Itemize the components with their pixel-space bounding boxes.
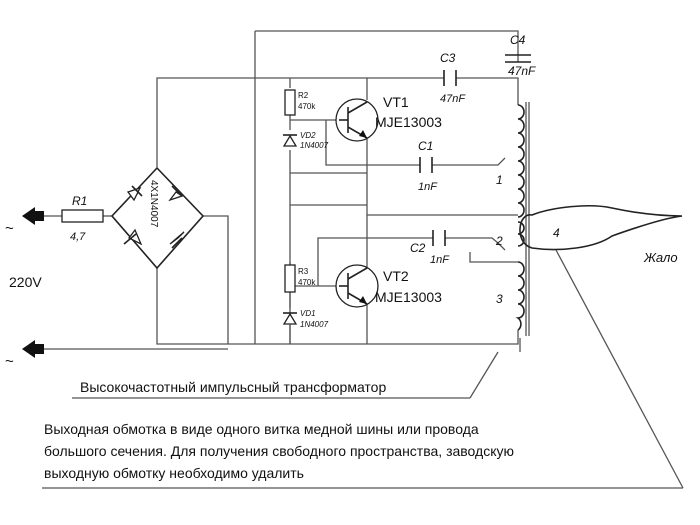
wires xyxy=(43,30,519,350)
tilde-bottom: ~ xyxy=(5,353,14,370)
tip-label: Жало xyxy=(643,250,678,265)
vd2-label: VD2 xyxy=(300,131,316,140)
soldering-tip: 4 Жало xyxy=(519,204,683,265)
c1-label: C1 xyxy=(418,139,433,153)
tip-number: 4 xyxy=(553,226,560,240)
leader-lines xyxy=(42,249,684,489)
c1-value: 1nF xyxy=(418,181,438,193)
winding-3-label: 3 xyxy=(496,292,503,306)
r3-value: 470k xyxy=(298,278,316,287)
tilde-top: ~ xyxy=(5,220,14,237)
diode-vd1: VD1 1N4007 xyxy=(282,309,329,329)
c3-label: C3 xyxy=(440,51,456,65)
mains-terminal-bottom: ~ xyxy=(5,340,44,370)
vt2-label: VT2 xyxy=(383,268,409,284)
capacitor-c4: C4 47nF xyxy=(505,33,536,78)
r3-label: R3 xyxy=(298,267,309,276)
c2-value: 1nF xyxy=(430,254,450,266)
vd2-part: 1N4007 xyxy=(300,141,329,150)
diode-bridge: 4X1N4007 xyxy=(110,167,205,270)
c3-value: 47nF xyxy=(440,93,466,105)
vt2-part: MJE13003 xyxy=(375,289,442,305)
mains-voltage-label: 220V xyxy=(9,274,42,290)
c4-label: C4 xyxy=(510,33,526,47)
vt1-part: MJE13003 xyxy=(375,114,442,130)
diode-vd2: VD2 1N4007 xyxy=(282,131,329,150)
transformer-caption: Высокочастотный импульсный трансформатор xyxy=(80,379,386,395)
vt1-label: VT1 xyxy=(383,94,409,110)
note-line-3: выходную обмотку необходимо удалить xyxy=(44,465,304,481)
capacitor-c3: C3 47nF xyxy=(440,51,466,105)
mains-terminal-top: ~ xyxy=(5,207,44,237)
vd1-part: 1N4007 xyxy=(300,320,329,329)
winding-2-label: 2 xyxy=(495,234,503,248)
bridge-label: 4X1N4007 xyxy=(148,180,159,228)
resistor-r1: R1 4,7 xyxy=(61,194,104,243)
r1-value: 4,7 xyxy=(70,231,86,243)
vd1-label: VD1 xyxy=(300,309,316,318)
resistor-r2: R2 470k xyxy=(284,89,316,116)
r2-label: R2 xyxy=(298,91,309,100)
resistor-r3: R3 470k xyxy=(284,264,316,293)
winding-1-label: 1 xyxy=(496,173,503,187)
note-line-1: Выходная обмотка в виде одного витка мед… xyxy=(44,421,479,437)
c2-label: C2 xyxy=(410,241,426,255)
transistor-vt2: VT2 MJE13003 xyxy=(335,264,442,308)
c4-value: 47nF xyxy=(508,64,536,78)
capacitor-c2: C2 1nF xyxy=(410,230,450,266)
r2-value: 470k xyxy=(298,102,316,111)
transistor-vt1: VT1 MJE13003 xyxy=(335,94,442,142)
note-line-2: большого сечения. Для получения свободно… xyxy=(44,443,514,459)
transformer-windings: 1 2 3 xyxy=(495,102,530,352)
r1-label: R1 xyxy=(72,194,87,208)
capacitor-c1: C1 1nF xyxy=(418,139,438,193)
